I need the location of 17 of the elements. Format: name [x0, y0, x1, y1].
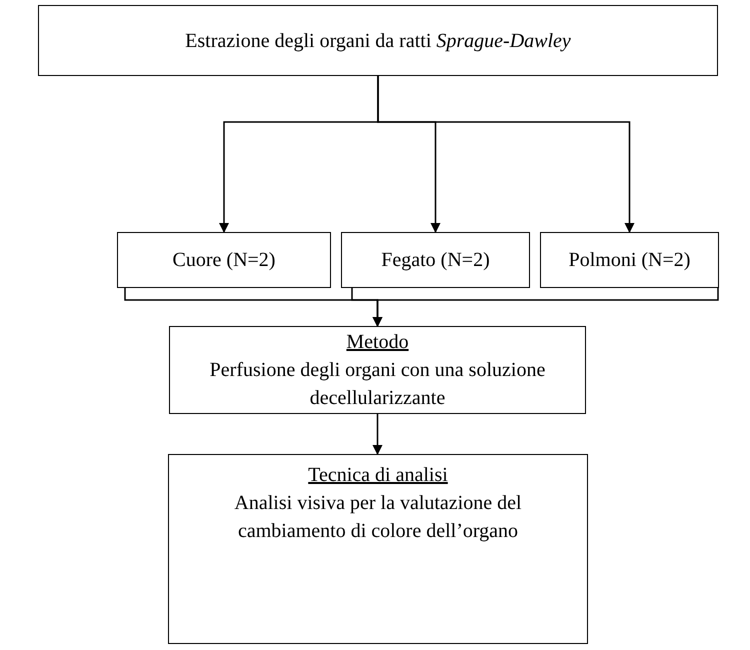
- box-text: Analisi visiva per la valutazione del cambiamento di colore dell’organo: [233, 491, 523, 544]
- process-box: [117, 232, 331, 288]
- box-text: Fegato (N=2): [381, 248, 490, 273]
- arrow: [372, 414, 382, 455]
- process-box: [169, 326, 586, 414]
- box-text: Estrazione degli organi da ratti Sprague-Dawley: [185, 28, 571, 54]
- box-text: Polmoni (N=2): [568, 248, 690, 273]
- box-heading: Metodo: [346, 330, 409, 355]
- arrow: [372, 288, 719, 327]
- process-box: [540, 232, 719, 288]
- process-box: [341, 232, 530, 288]
- arrow: [377, 76, 634, 233]
- process-box: [168, 454, 588, 644]
- box-text: Cuore (N=2): [172, 248, 276, 273]
- box-text: Perfusione degli organi con una soluzione decellularizzante: [208, 358, 546, 411]
- box-heading: Tecnica di analisi: [308, 463, 448, 488]
- process-box: [38, 5, 718, 76]
